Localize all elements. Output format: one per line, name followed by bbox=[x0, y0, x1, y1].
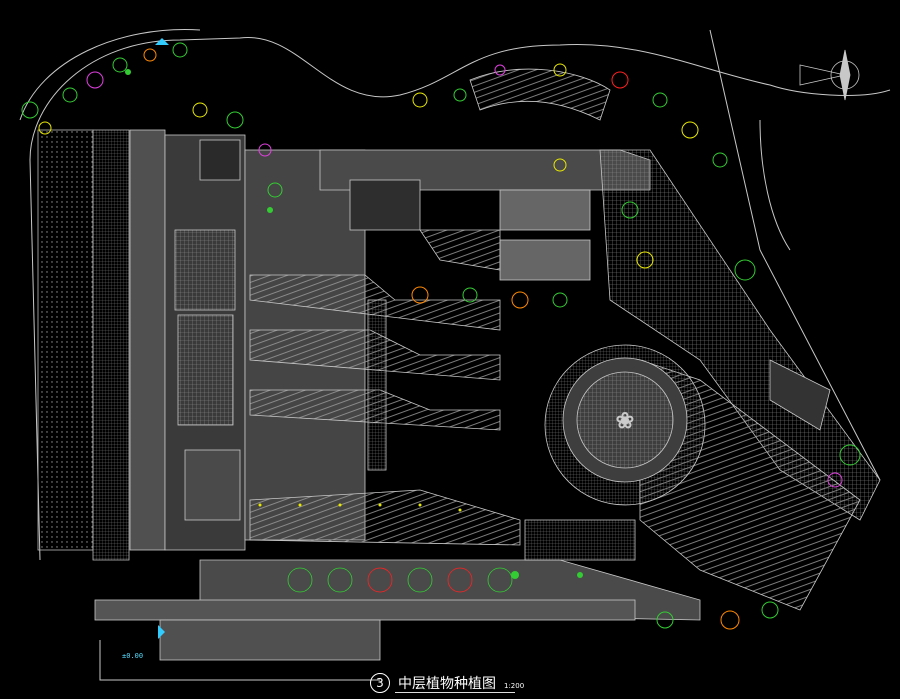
left-paving-strip bbox=[92, 129, 130, 561]
section-marker-icon bbox=[155, 38, 169, 639]
building-block bbox=[129, 129, 246, 551]
title-underline bbox=[395, 692, 515, 693]
central-terraces bbox=[244, 149, 651, 541]
lower-walkways bbox=[94, 489, 701, 661]
plaza-emblem: ❀ bbox=[616, 409, 634, 434]
drawing-scale: 1:200 bbox=[504, 682, 525, 690]
circular-plaza: ❀ bbox=[544, 344, 706, 506]
top-curved-walkway bbox=[469, 68, 611, 121]
drawing-title: 中层植物种植图 bbox=[398, 676, 496, 692]
title-number: 3 bbox=[370, 673, 390, 693]
plant-clusters bbox=[21, 42, 861, 630]
elevation-label: ±0.00 bbox=[122, 652, 144, 660]
north-arrow-icon bbox=[799, 49, 860, 101]
site-boundary bbox=[19, 29, 891, 681]
drawing-title-block: 3 中层植物种植图 1:200 bbox=[370, 670, 524, 696]
left-gravel-strip bbox=[37, 129, 94, 551]
